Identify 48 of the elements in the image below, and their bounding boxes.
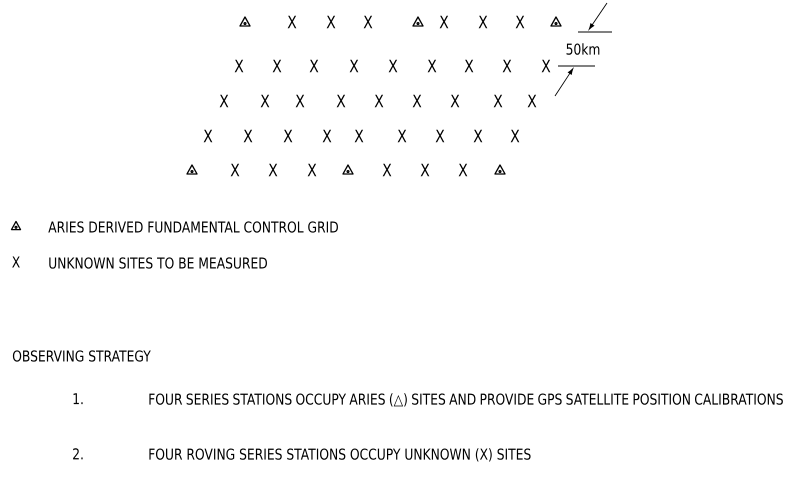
site-marker: X [230, 164, 240, 176]
site-marker: X [354, 130, 364, 142]
site-marker: X [516, 16, 524, 28]
list-item: FOUR ROVING SERIES STATIONS OCCUPY UNKNOWN (X) SITES [149, 448, 531, 462]
site-marker: X [272, 60, 282, 72]
site-marker: X [428, 60, 436, 72]
site-marker: X [382, 164, 392, 176]
site-marker: X [364, 16, 372, 28]
site-marker: X [322, 130, 332, 142]
list-number: 1. [74, 393, 83, 404]
site-marker: X [336, 94, 346, 108]
site-marker: X [502, 60, 512, 72]
site-marker: X [494, 94, 502, 108]
site-marker: X [440, 16, 448, 28]
site-marker: X [234, 60, 244, 72]
site-marker: X [436, 130, 444, 142]
site-marker: X [528, 94, 536, 108]
site-marker: X [204, 130, 212, 142]
site-marker: X [420, 164, 430, 176]
site-marker: X [220, 94, 228, 108]
legend-text: ARIES DERIVED FUNDAMENTAL CONTROL GRID [48, 221, 338, 233]
site-marker: X [260, 94, 270, 108]
site-marker: X [412, 94, 422, 108]
site-marker: X [464, 60, 474, 72]
site-marker: X [458, 164, 468, 176]
site-marker: X [310, 60, 318, 72]
site-marker: X [374, 94, 384, 108]
site-marker: X [268, 164, 278, 176]
list-item: FOUR SERIES STATIONS OCCUPY ARIES (△) SITES AND PROVIDE GPS SATELLITE POSITION CALIBRATIONS [149, 393, 783, 407]
list-number: 2. [73, 448, 83, 460]
site-marker: X [288, 16, 296, 28]
legend-text: UNKNOWN SITES TO BE MEASURED [49, 257, 267, 269]
site-marker: X [398, 130, 406, 142]
site-marker: X [478, 16, 488, 28]
site-marker: X [244, 130, 252, 142]
site-marker: X [388, 60, 398, 72]
site-marker: X [308, 164, 316, 176]
heading: OBSERVING STRATEGY [12, 350, 151, 362]
site-marker: X [284, 130, 292, 142]
site-marker: X [474, 130, 482, 142]
site-marker: X [542, 60, 550, 72]
site-marker: X [510, 130, 520, 142]
site-marker: X [350, 60, 358, 72]
site-marker: X [450, 94, 460, 108]
legend-symbol: X [12, 256, 20, 268]
dimension-label: 50km [566, 43, 600, 55]
site-marker: X [296, 94, 304, 108]
site-marker: X [326, 16, 336, 28]
